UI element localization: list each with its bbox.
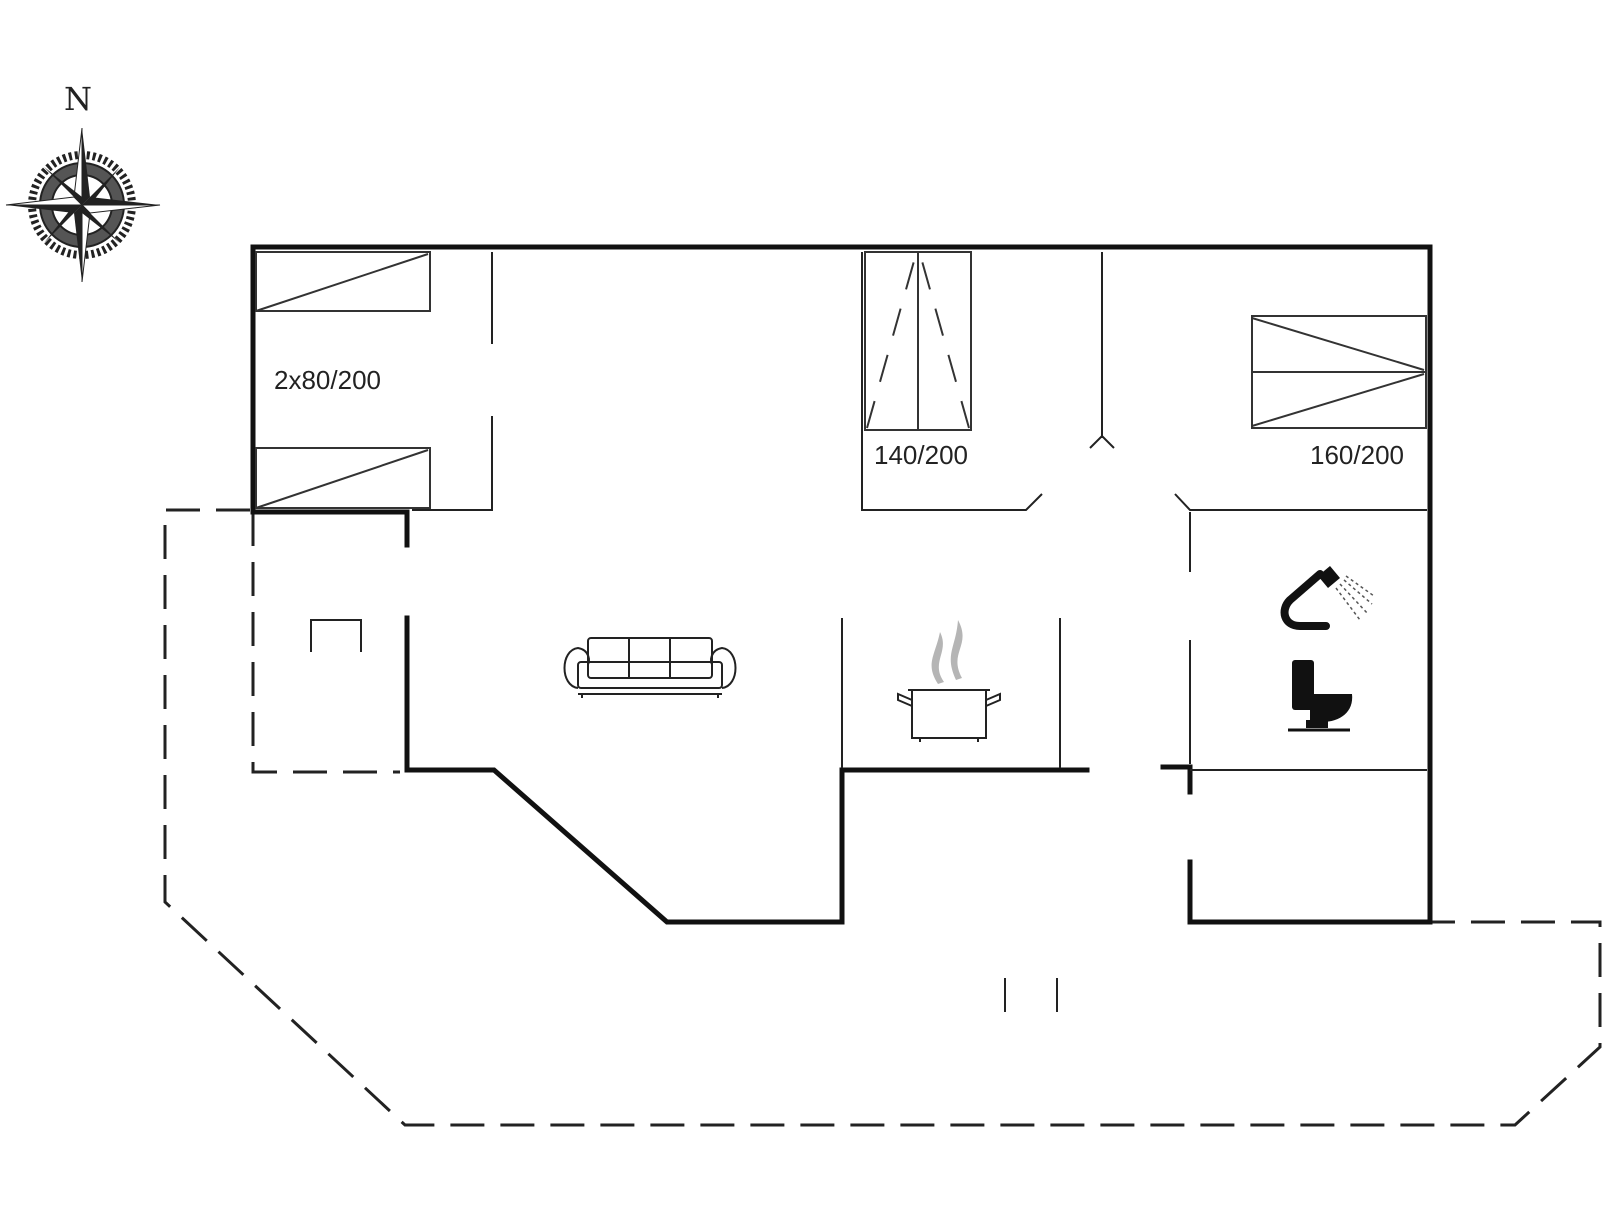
- toilet-icon: [1288, 660, 1353, 732]
- bed-icon: [255, 251, 431, 509]
- compass-rose-icon: N: [5, 80, 161, 283]
- bed-size-label-middle: 140/200: [874, 440, 968, 470]
- bed-size-label-left: 2x80/200: [274, 365, 381, 395]
- sofa-icon: [563, 637, 737, 698]
- shower-icon: [1280, 566, 1375, 630]
- exterior-walls: [250, 244, 1433, 925]
- north-label: N: [64, 80, 92, 118]
- bed-icon: [864, 251, 972, 431]
- table-icon: [310, 619, 362, 652]
- interior-walls: [412, 252, 1427, 1012]
- bed-size-label-right: 160/200: [1310, 440, 1404, 470]
- bed-icon: [1251, 315, 1427, 429]
- cooking-pot-icon: [897, 620, 1001, 742]
- terrace-outline: [163, 508, 1602, 1127]
